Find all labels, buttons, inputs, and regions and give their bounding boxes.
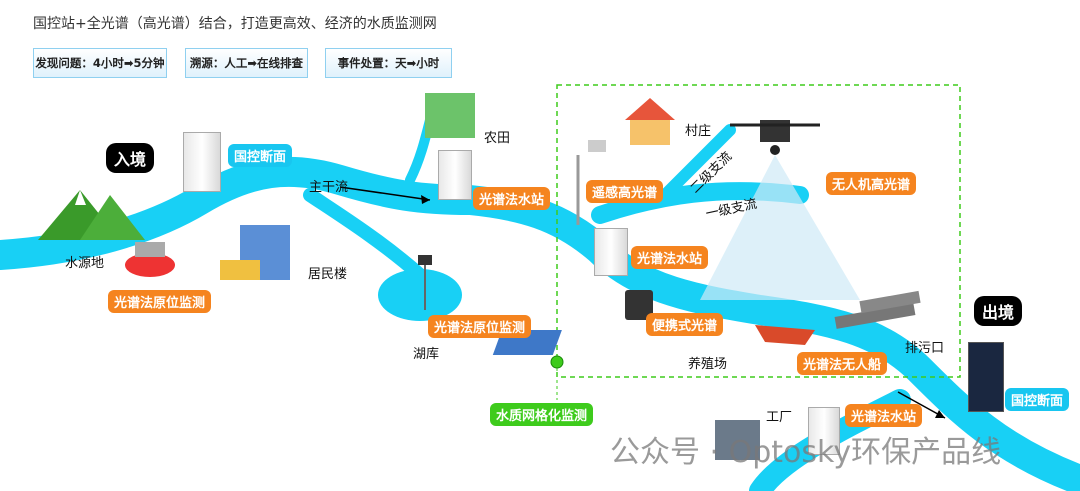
water-station-icon bbox=[594, 228, 628, 276]
water-station-icon bbox=[808, 407, 840, 455]
national-station-cabinet-icon bbox=[968, 342, 1004, 412]
remote-sensor-icon bbox=[576, 140, 606, 225]
exit-badge: 出境 bbox=[974, 296, 1023, 326]
text-main-stream: 主干流 bbox=[309, 180, 349, 195]
branch-2 bbox=[659, 124, 736, 201]
label-station-factory: 光谱法水站 bbox=[845, 404, 923, 427]
text-factory: 工厂 bbox=[766, 410, 793, 425]
label-portable: 便携式光谱 bbox=[646, 313, 724, 336]
uav-icon bbox=[730, 120, 820, 155]
label-grid-monitoring: 水质网格化监测 bbox=[490, 403, 594, 426]
label-boat: 光谱法无人船 bbox=[797, 352, 888, 375]
grid-node bbox=[550, 355, 564, 369]
house-icon bbox=[625, 98, 675, 145]
building-icon bbox=[220, 225, 290, 280]
factory-icon bbox=[715, 420, 760, 460]
pipe-icon bbox=[834, 290, 921, 329]
uav-beam bbox=[700, 155, 860, 300]
text-outfall: 排污口 bbox=[905, 341, 945, 356]
label-insitu-lake: 光谱法原位监测 bbox=[428, 315, 532, 338]
tag-detection: 发现问题：4小时➡5分钟 bbox=[33, 48, 167, 78]
insitu-pole-icon bbox=[418, 255, 432, 310]
lake bbox=[378, 269, 462, 321]
tag-tracing: 溯源：人工➡在线排查 bbox=[185, 48, 308, 78]
mountain-icon bbox=[38, 190, 145, 240]
label-station-branch: 光谱法水站 bbox=[631, 246, 709, 269]
watermark: 公众号 · Optosky环保产品线 bbox=[610, 435, 1002, 470]
boat-icon bbox=[755, 325, 815, 345]
insitu-buoy-icon bbox=[125, 242, 175, 277]
water-station-icon bbox=[438, 150, 472, 200]
text-residential: 居民楼 bbox=[308, 267, 348, 282]
text-farm: 农田 bbox=[484, 131, 511, 146]
lake-branch bbox=[303, 188, 427, 282]
portable-spectrometer-icon bbox=[625, 290, 653, 320]
label-guokong-upstream: 国控断面 bbox=[228, 144, 293, 167]
main-flow-arrow bbox=[339, 186, 431, 201]
grid-monitoring-boundary bbox=[556, 84, 961, 378]
tag-response: 事件处置：天➡小时 bbox=[325, 48, 452, 78]
main-river bbox=[0, 156, 1080, 491]
text-village: 村庄 bbox=[685, 124, 712, 139]
label-remote-sensing: 遥感高光谱 bbox=[586, 180, 664, 203]
text-lake: 湖库 bbox=[413, 347, 440, 362]
text-aquaculture: 养殖场 bbox=[688, 357, 728, 372]
label-station-main: 光谱法水站 bbox=[473, 187, 551, 210]
label-insitu-source: 光谱法原位监测 bbox=[108, 290, 212, 313]
entry-badge: 入境 bbox=[106, 143, 155, 173]
farmland-icon bbox=[425, 93, 475, 138]
text-water-source: 水源地 bbox=[65, 256, 105, 271]
label-uav: 无人机高光谱 bbox=[826, 172, 917, 195]
page-title: 国控站+全光谱（高光谱）结合，打造更高效、经济的水质监测网 bbox=[33, 16, 437, 32]
label-guokong-downstream: 国控断面 bbox=[1005, 388, 1070, 411]
national-station-cabinet-icon bbox=[183, 132, 221, 192]
